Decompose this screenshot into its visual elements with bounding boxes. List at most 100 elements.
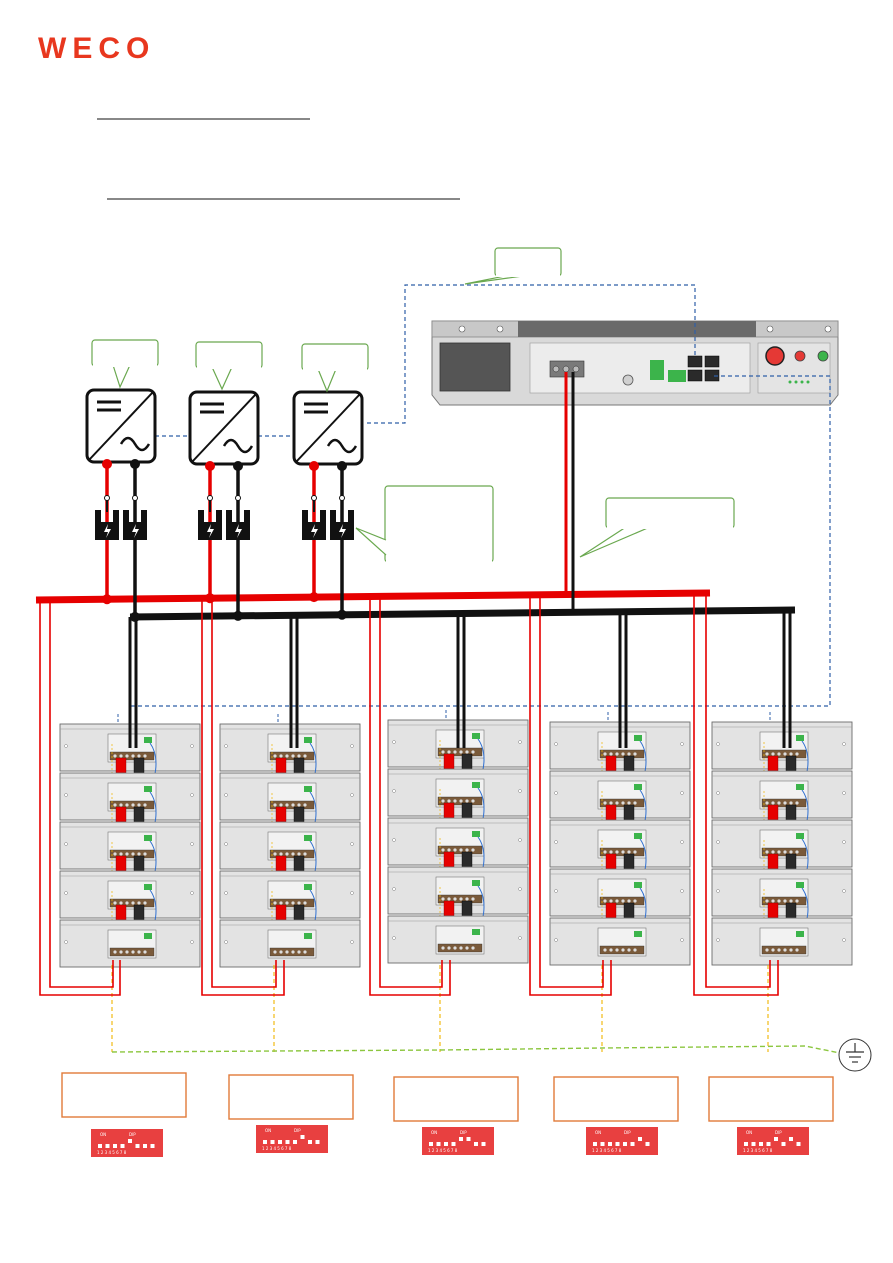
terminal-screw (621, 899, 625, 903)
terminal-screw (783, 801, 787, 805)
mount-screw (496, 325, 504, 333)
terminal-screw (465, 946, 469, 950)
inverter-callout-tail (211, 366, 233, 391)
dip-dip-text: DIP (129, 1132, 136, 1137)
module-screw (554, 791, 558, 795)
module-screw (716, 889, 720, 893)
terminal-screw (771, 899, 775, 903)
rack-positive-loop (693, 594, 779, 996)
terminal-screw (285, 901, 289, 905)
fuse-bolt-icon (311, 524, 318, 538)
dip-positions-text: 1 2 3 4 5 6 7 8 (428, 1148, 458, 1153)
inverter-ac-symbol (222, 438, 254, 454)
terminal-screw (603, 752, 607, 756)
terminal-screw (285, 754, 289, 758)
control-box-knob (622, 374, 634, 386)
comm-callout-mask (496, 274, 560, 277)
rack-positive-loop (369, 597, 451, 996)
terminal-screw (603, 899, 607, 903)
module-screw (190, 842, 194, 846)
terminal-screw (137, 803, 141, 807)
dip-on-text: ON (431, 1130, 437, 1135)
battery-rack (549, 712, 691, 966)
terminal-screw (621, 850, 625, 854)
fuse-body (226, 510, 250, 540)
terminal-screw (789, 801, 793, 805)
inverter-callout-box (91, 339, 159, 367)
fuse-icon (330, 495, 354, 540)
status-led (806, 380, 810, 384)
terminal-screw (621, 752, 625, 756)
terminal-screw (777, 752, 781, 756)
communication-lines (130, 284, 831, 707)
terminal-screw (783, 752, 787, 756)
fuse-body (95, 510, 119, 540)
terminal-screw (609, 801, 613, 805)
module-screw (350, 940, 354, 944)
dip-toggle (751, 1142, 756, 1146)
fuse-callout (355, 485, 494, 563)
dip-toggle (459, 1137, 463, 1141)
dip-dip-text: DIP (624, 1130, 631, 1135)
inverter-positive-terminal (205, 461, 215, 471)
terminal-screw (603, 801, 607, 805)
ground-lines (111, 965, 841, 1054)
module-screw (518, 936, 522, 940)
dip-toggle (474, 1142, 478, 1146)
module-comm-port (304, 737, 312, 743)
dip-toggle (630, 1142, 635, 1146)
terminal-screw (303, 754, 307, 758)
terminal-screw (615, 850, 619, 854)
control-box-top-dark (518, 321, 756, 337)
status-led (800, 380, 804, 384)
terminal-screw (777, 948, 781, 952)
terminal-screw (552, 365, 560, 373)
fuse-contact (235, 495, 241, 501)
control-box-panel (439, 342, 511, 392)
terminal-screw (615, 899, 619, 903)
rack-positive-loop (705, 594, 771, 988)
module-screw (842, 791, 846, 795)
rj45-port (704, 355, 720, 368)
dip-toggle (143, 1144, 147, 1148)
terminal-screw (471, 799, 475, 803)
terminal-screw (615, 752, 619, 756)
control-box-green-connector (650, 360, 664, 380)
battery-module-icon (549, 770, 691, 849)
inverter-callout (91, 339, 159, 389)
terminal-screw (137, 852, 141, 856)
green-indicator-icon (817, 350, 829, 362)
ground-icon-ring (838, 1038, 872, 1072)
terminal-screw (465, 897, 469, 901)
terminal-screw (441, 750, 445, 754)
terminal-screw (789, 948, 793, 952)
battery-rack (219, 714, 361, 968)
battery-rack (59, 714, 201, 968)
fuse-callout-box (384, 485, 494, 563)
terminal-screw (137, 754, 141, 758)
terminal-screw (609, 899, 613, 903)
terminal-screw (633, 899, 637, 903)
ground-icon (838, 1038, 872, 1072)
rj45-port (687, 355, 703, 368)
inverter-callout-mask (93, 364, 157, 367)
dip-label-box (393, 1076, 519, 1122)
rj45-port (704, 369, 720, 382)
terminal-screw (453, 897, 457, 901)
terminal-screw (459, 848, 463, 852)
terminal-screw (125, 852, 129, 856)
dip-toggle (270, 1140, 275, 1144)
dip-label-box (228, 1074, 354, 1120)
dip-toggle (789, 1137, 793, 1141)
terminal-screw (279, 754, 283, 758)
module-comm-port (144, 737, 152, 743)
dip-label-box (61, 1072, 187, 1118)
terminal-screw (285, 803, 289, 807)
terminal-screw (273, 803, 277, 807)
module-screw (554, 889, 558, 893)
battery-module-icon (387, 915, 529, 964)
inverter-icon (188, 390, 260, 621)
